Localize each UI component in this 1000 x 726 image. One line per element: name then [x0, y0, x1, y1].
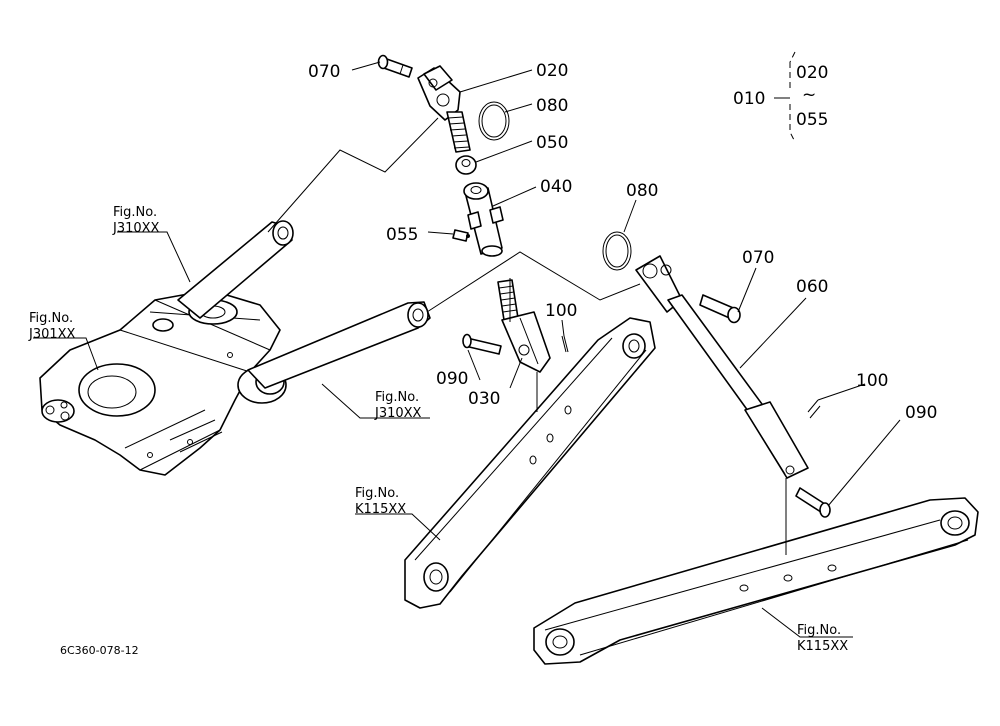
hydraulic-housing [39, 289, 287, 476]
lift-rod-060 [635, 255, 809, 479]
group-to-055: 055 [796, 110, 828, 130]
callout-100-right: 100 [856, 371, 888, 391]
group-parent-010: 010 [733, 89, 765, 109]
leader-lines [33, 61, 901, 638]
clevis-020 [417, 65, 461, 121]
fig-ref-5-number: K115XX [797, 639, 848, 654]
callout-055: 055 [386, 225, 418, 245]
group-tilde: ~ [802, 85, 816, 105]
callout-070-right: 070 [742, 248, 774, 268]
callout-040: 040 [540, 177, 572, 197]
clevis-030 [497, 279, 551, 373]
callouts: 070 020 080 050 040 055 080 070 060 100 … [308, 61, 937, 423]
nut-050 [455, 155, 477, 175]
threaded-shank-020 [446, 111, 471, 153]
upper-lift-arm [177, 220, 294, 319]
callout-030: 030 [468, 389, 500, 409]
lower-lift-arm [247, 301, 431, 389]
pin-070-top [377, 54, 413, 78]
callout-070-top: 070 [308, 62, 340, 82]
callout-050: 050 [536, 133, 568, 153]
lower-link-left [404, 317, 656, 609]
turnbuckle-040 [463, 182, 504, 257]
fig-ref-4-label: Fig.No. [355, 486, 399, 501]
callout-090-right: 090 [905, 403, 937, 423]
callout-080-top: 080 [536, 96, 568, 116]
grease-nipple-055 [452, 229, 470, 242]
figure-references: Fig.No. J310XX Fig.No. J301XX Fig.No. J3… [28, 205, 848, 654]
callout-060: 060 [796, 277, 828, 297]
snap-ring-080-top [478, 101, 510, 141]
fig-ref-3-label: Fig.No. [375, 390, 419, 405]
fig-ref-4-number: K115XX [355, 502, 406, 517]
cotter-100-left [561, 335, 569, 353]
group-bracket-010: 010 020 ~ 055 [733, 51, 828, 143]
fig-ref-2-number: J301XX [28, 327, 76, 342]
assembly-lines [267, 117, 787, 555]
lower-link-right [533, 497, 979, 665]
callout-080-right: 080 [626, 181, 658, 201]
cotter-100-right [807, 399, 821, 419]
pin-090-right [795, 487, 831, 518]
diagram-code: 6C360-078-12 [60, 644, 139, 657]
fig-ref-5-label: Fig.No. [797, 623, 841, 638]
fig-ref-1-number: J310XX [112, 221, 160, 236]
fig-ref-1-label: Fig.No. [113, 205, 157, 220]
fig-ref-3-number: J310XX [374, 406, 422, 421]
pin-070-right [699, 294, 741, 324]
snap-ring-080-right [602, 231, 632, 271]
callout-100-left: 100 [545, 301, 577, 321]
callout-090-left: 090 [436, 369, 468, 389]
fig-ref-2-label: Fig.No. [29, 311, 73, 326]
callout-020: 020 [536, 61, 568, 81]
pin-090-left [462, 333, 502, 355]
group-from-020: 020 [796, 63, 828, 83]
